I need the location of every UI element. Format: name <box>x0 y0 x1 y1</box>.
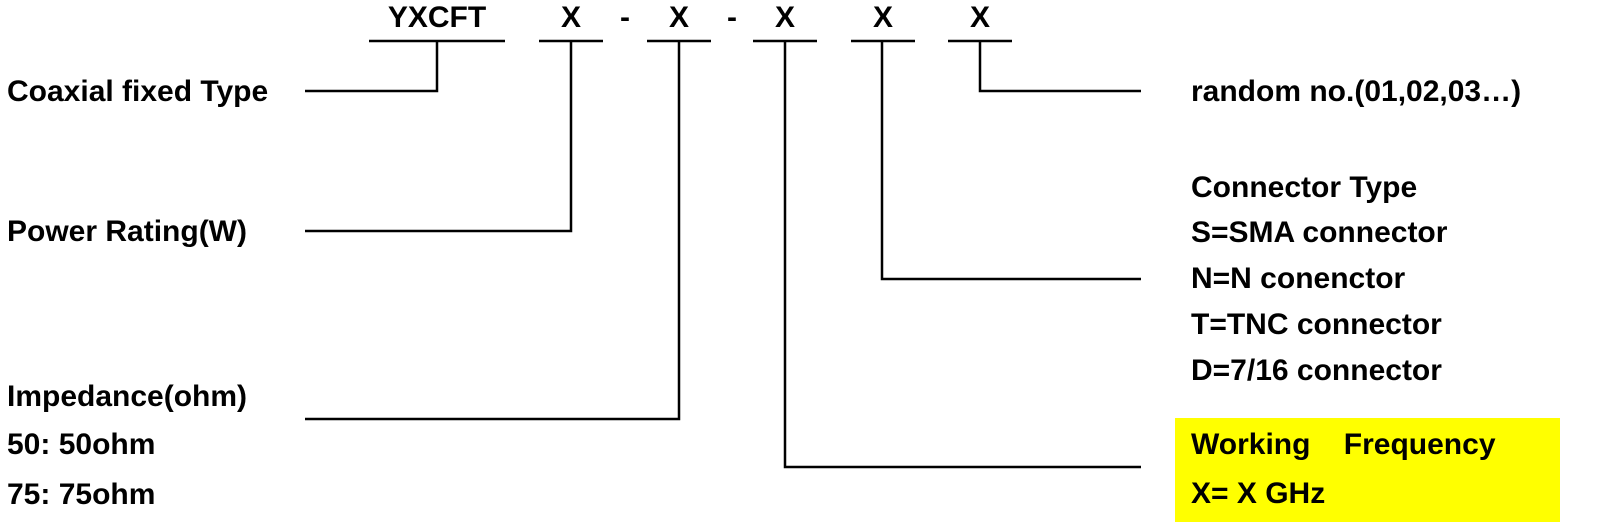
label-connector-tnc: T=TNC connector <box>1191 308 1442 341</box>
leader-frequency <box>783 41 1141 469</box>
code-field-frequency: X <box>774 1 795 34</box>
code-separator-2: - <box>727 1 737 34</box>
code-separator-1: - <box>620 1 630 34</box>
label-impedance-title: Impedance(ohm) <box>7 380 248 413</box>
label-power-rating: Power Rating(W) <box>7 215 247 248</box>
label-coaxial-fixed-type: Coaxial fixed Type <box>7 75 269 108</box>
label-random-number: random no.(01,02,03…) <box>1191 75 1522 108</box>
leader-impedance <box>305 41 681 421</box>
label-connector-n: N=N conenctor <box>1191 262 1406 295</box>
leader-random <box>978 41 1141 93</box>
label-working-frequency-value: X= X GHz <box>1191 477 1326 510</box>
label-impedance-75: 75: 75ohm <box>7 478 156 511</box>
code-field-random: X <box>969 1 990 34</box>
label-connector-type-title: Connector Type <box>1191 171 1418 204</box>
label-connector-7-16: D=7/16 connector <box>1191 354 1442 387</box>
code-field-connector: X <box>872 1 893 34</box>
label-working-frequency-title: Working Frequency <box>1191 428 1496 461</box>
label-impedance-50: 50: 50ohm <box>7 428 156 461</box>
frequency-highlight-box <box>1175 418 1560 522</box>
leader-connector <box>880 41 1141 281</box>
code-field-impedance: X <box>668 1 689 34</box>
code-field-power: X <box>560 1 581 34</box>
label-connector-sma: S=SMA connector <box>1191 216 1448 249</box>
leader-power <box>305 41 573 233</box>
leader-type <box>305 41 439 93</box>
code-prefix: YXCFT <box>387 1 487 34</box>
